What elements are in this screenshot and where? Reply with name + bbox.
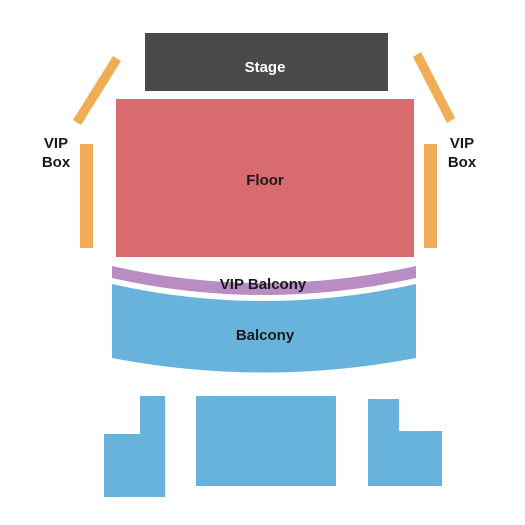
balcony-section[interactable]: Balcony (112, 284, 416, 373)
rear-left-area[interactable] (104, 396, 165, 497)
stage-area (145, 33, 388, 91)
vip-box-right-section[interactable]: VIP Box (413, 52, 477, 248)
floor-section[interactable]: Floor (116, 99, 414, 257)
rear-right-area[interactable] (368, 399, 442, 486)
vip-box-left-angled[interactable] (73, 56, 121, 125)
rear-left-section[interactable] (104, 396, 165, 497)
vip-balcony-area[interactable] (112, 266, 416, 295)
vip-box-right-label-line2: Box (448, 154, 477, 171)
vip-box-left-label-line2: Box (42, 154, 71, 171)
vip-box-right-angled[interactable] (413, 52, 455, 123)
vip-balcony-section[interactable]: VIP Balcony (112, 266, 416, 295)
vip-box-left-section[interactable]: VIP Box (42, 56, 121, 248)
floor-area[interactable] (116, 99, 414, 257)
vip-box-left-label-line1: VIP (44, 135, 68, 152)
rear-center-area[interactable] (196, 396, 336, 486)
rear-center-section[interactable] (196, 396, 336, 486)
vip-box-right-label-line1: VIP (450, 135, 474, 152)
balcony-area[interactable] (112, 284, 416, 373)
rear-right-section[interactable] (368, 399, 442, 486)
vip-box-left-rail[interactable] (80, 144, 93, 248)
stage-section: Stage (145, 33, 388, 91)
vip-box-right-rail[interactable] (424, 144, 437, 248)
